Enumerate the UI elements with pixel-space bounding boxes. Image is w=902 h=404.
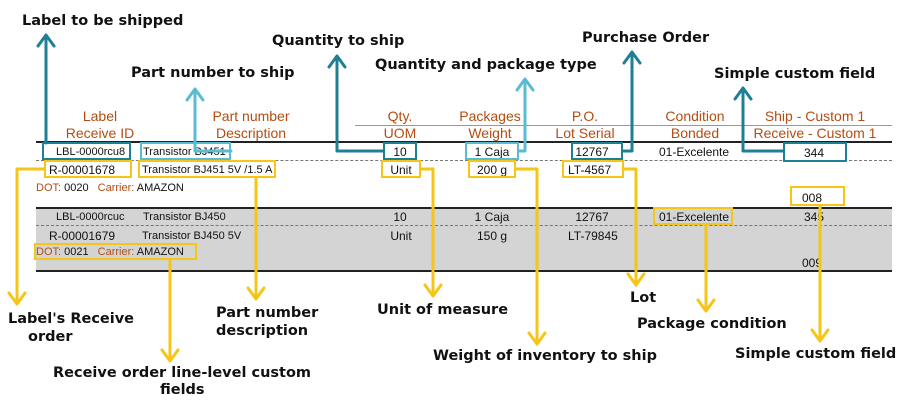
arrow-part-number-to-ship bbox=[185, 87, 233, 153]
callout-simple-custom-field-bottom: Simple custom field bbox=[735, 346, 897, 362]
header-uom: UOM bbox=[383, 125, 417, 141]
header-bonded: Bonded bbox=[670, 125, 720, 141]
header-receive-custom-1: Receive - Custom 1 bbox=[753, 125, 877, 141]
header-packages: Packages bbox=[459, 108, 521, 124]
header-po: P.O. bbox=[571, 108, 599, 124]
arrow-quantity-to-ship bbox=[327, 54, 385, 153]
arrow-unit-of-measure bbox=[419, 167, 443, 298]
header-ship-custom-1: Ship - Custom 1 bbox=[764, 108, 866, 124]
row2-dot-carrier: DOT: 0021 Carrier: AMAZON bbox=[36, 246, 184, 258]
arrow-label-to-be-shipped bbox=[36, 33, 56, 145]
row1-receive-id: R-00001678 bbox=[49, 163, 116, 177]
arrow-package-condition bbox=[696, 223, 716, 313]
callout-label-to-be-shipped: Label to be shipped bbox=[22, 13, 184, 29]
highlight-dot-carrier bbox=[34, 243, 197, 260]
arrow-weight-of-inventory bbox=[514, 167, 547, 346]
row2-packages: 1 Caja bbox=[474, 210, 510, 224]
arrow-quantity-and-package-type bbox=[515, 77, 535, 153]
row1-dash bbox=[36, 160, 892, 161]
callout-quantity-to-ship: Quantity to ship bbox=[272, 33, 405, 49]
row1-po: 12767 bbox=[575, 145, 609, 159]
arrow-part-number-description bbox=[246, 176, 266, 301]
table-bottom-line bbox=[36, 270, 892, 272]
row2-weight: 150 g bbox=[476, 229, 508, 243]
row1-ship-custom: 344 bbox=[803, 146, 825, 160]
row1-weight: 200 g bbox=[476, 163, 508, 177]
callout-lot: Lot bbox=[630, 290, 657, 306]
highlight-receive-custom bbox=[790, 186, 845, 206]
row2-dash bbox=[36, 225, 892, 226]
row1-qty: 10 bbox=[393, 145, 407, 159]
callout-package-condition: Package condition bbox=[637, 316, 787, 332]
row1-receive-custom: 008 bbox=[802, 191, 823, 205]
row1-description: Transistor BJ451 5V /1.5 A bbox=[142, 164, 273, 176]
row1-packages: 1 Caja bbox=[474, 145, 510, 159]
callout-part-number-description: Part number description bbox=[216, 305, 319, 339]
header-part-number: Part number bbox=[212, 108, 290, 124]
arrow-simple-custom-field-bottom bbox=[810, 204, 830, 343]
row2-po: 12767 bbox=[575, 210, 609, 224]
row2-uom: Unit bbox=[390, 229, 412, 243]
callout-purchase-order: Purchase Order bbox=[582, 30, 710, 46]
header-qty: Qty. bbox=[387, 108, 413, 124]
header-lot-serial: Lot Serial bbox=[555, 125, 615, 141]
callout-weight-of-inventory: Weight of inventory to ship bbox=[433, 348, 657, 364]
arrow-purchase-order bbox=[621, 50, 642, 153]
row1-uom: Unit bbox=[390, 163, 412, 177]
row1-lot: LT-4567 bbox=[568, 163, 612, 177]
row2-part-number: Transistor BJ450 bbox=[143, 211, 226, 223]
callout-labels-receive-order: Label's Receive order bbox=[8, 311, 135, 345]
row1-condition: 01-Excelente bbox=[659, 145, 730, 159]
row2-receive-id: R-00001679 bbox=[49, 229, 116, 243]
callout-quantity-and-package-type: Quantity and package type bbox=[375, 57, 597, 73]
row1-dot-carrier: DOT: 0020 Carrier: AMAZON bbox=[36, 182, 184, 194]
highlight-description bbox=[138, 160, 276, 178]
callout-simple-custom-field-top: Simple custom field bbox=[714, 66, 876, 82]
row1-label: LBL-0000rcu8 bbox=[56, 146, 126, 158]
arrow-receive-order-line-custom bbox=[160, 258, 180, 363]
row2-description: Transistor BJ450 5V bbox=[142, 230, 242, 242]
row1-part-number: Transistor BJ451 bbox=[143, 146, 226, 158]
callout-receive-order-line-custom: Receive order line-level custom fields bbox=[53, 365, 312, 398]
header-weight: Weight bbox=[468, 125, 512, 141]
header-condition: Condition bbox=[665, 108, 725, 124]
row2-lot: LT-79845 bbox=[568, 229, 618, 243]
header-label: Label bbox=[82, 108, 118, 124]
header-receive-id: Receive ID bbox=[65, 125, 135, 141]
arrow-labels-receive-order bbox=[7, 167, 46, 306]
header-description: Description bbox=[215, 125, 287, 141]
row2-label: LBL-0000rcuc bbox=[56, 211, 125, 223]
row2-condition: 01-Excelente bbox=[659, 210, 730, 224]
callout-unit-of-measure: Unit of measure bbox=[377, 302, 509, 318]
header-bottom-line bbox=[36, 141, 892, 143]
highlight-condition bbox=[653, 207, 733, 225]
row2-qty: 10 bbox=[393, 210, 407, 224]
row2-receive-custom: 009 bbox=[802, 256, 823, 270]
header-underline bbox=[355, 125, 892, 126]
highlight-label bbox=[42, 142, 131, 160]
callout-part-number-to-ship: Part number to ship bbox=[131, 65, 295, 81]
arrow-lot bbox=[622, 167, 646, 287]
row-separator bbox=[36, 207, 892, 209]
arrow-simple-custom-field-top bbox=[733, 86, 785, 153]
